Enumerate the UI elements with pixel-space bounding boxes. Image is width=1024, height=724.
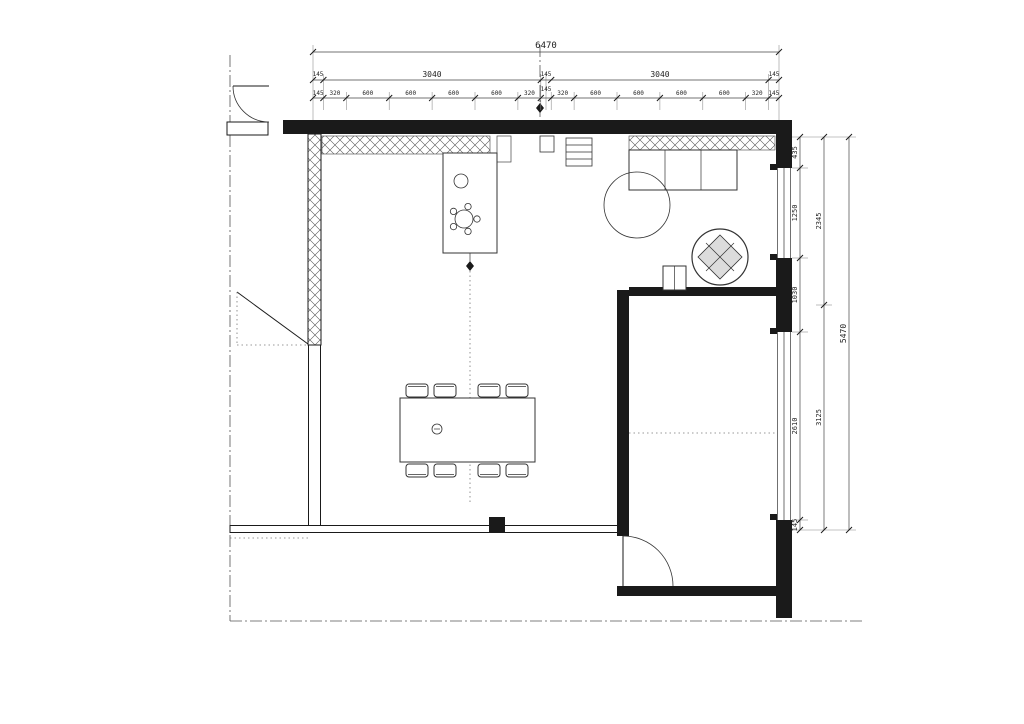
- dim-text: 600: [448, 90, 459, 97]
- right-wall-seg3: [776, 520, 792, 618]
- shelf-units: [539, 135, 593, 167]
- door-swing-arc: [622, 535, 674, 587]
- chair: [405, 463, 429, 478]
- chair: [433, 383, 457, 398]
- dim-text: 320: [557, 90, 568, 97]
- dining-set: [399, 383, 536, 478]
- dim-text: 3125: [815, 409, 823, 426]
- dim-text: 145: [791, 519, 799, 532]
- dim-text: 600: [719, 90, 730, 97]
- dimensions-top: 6470 145 3040 145 3040 145: [309, 41, 783, 120]
- axis-marker-diamond: [466, 261, 474, 271]
- door-top-left: [232, 85, 270, 123]
- right-wall-seg2: [776, 258, 792, 332]
- axis-marker-diamond-top: [536, 103, 544, 113]
- bottom-wall-pier: [489, 517, 505, 533]
- dim-row-2: 145 3040 145 3040 145: [309, 70, 783, 84]
- round-table: [603, 171, 671, 239]
- chair: [405, 383, 429, 398]
- bottom-wall: [229, 525, 619, 533]
- dim-text: 320: [752, 90, 763, 97]
- partition-walls: [617, 287, 792, 596]
- chair: [433, 463, 457, 478]
- dining-table: [399, 397, 536, 463]
- table-symbol: [431, 423, 443, 435]
- dim-text: 145: [541, 71, 552, 78]
- door-swing-arc: [232, 85, 270, 123]
- dim-text: 1250: [791, 205, 799, 222]
- dim-text: 3040: [650, 70, 669, 79]
- chair: [505, 383, 529, 398]
- dim-row-3: 145 320 600 600 600 600 320 145 320 600 …: [309, 86, 783, 102]
- dim-text: 145: [313, 71, 324, 78]
- dim-text: 600: [491, 90, 502, 97]
- side-table: [662, 265, 687, 291]
- dimensions-right: 435 1250 1030 2610 145 2345 3125 5470: [791, 133, 856, 534]
- task-chair: [449, 203, 481, 235]
- chair: [477, 463, 501, 478]
- dim-text: 5470: [839, 324, 848, 343]
- partition-horizontal-top: [629, 287, 776, 296]
- dim-row-overall: 6470: [309, 41, 783, 56]
- chair: [505, 463, 529, 478]
- left-wall-upper: [307, 133, 322, 346]
- cabinet-run: [628, 149, 738, 191]
- door-bottom-right: [622, 535, 674, 587]
- wardrobe-hatch-right: [628, 135, 776, 151]
- dim-chain-middle: 2345 3125: [815, 133, 828, 534]
- left-wall-lower: [308, 344, 321, 528]
- dim-text: 600: [362, 90, 373, 97]
- dim-text: 145: [313, 90, 324, 97]
- dim-text: 600: [590, 90, 601, 97]
- stool: [453, 173, 469, 189]
- door-leaf-diagonal: [236, 291, 309, 345]
- dim-text: 435: [791, 146, 799, 159]
- partition-vertical: [617, 290, 629, 536]
- wardrobe-hatch-left: [321, 135, 512, 163]
- desk: [442, 152, 498, 505]
- dim-text: 320: [329, 90, 340, 97]
- entry-sill: [226, 121, 269, 136]
- dim-text: 2610: [791, 418, 799, 435]
- chair: [477, 383, 501, 398]
- partition-horizontal-bottom: [617, 586, 792, 596]
- dim-text: 2345: [815, 213, 823, 230]
- dim-text: 600: [633, 90, 644, 97]
- window-right-upper: [770, 164, 791, 260]
- dim-text: 145: [769, 71, 780, 78]
- dim-text: 6470: [535, 41, 557, 51]
- dim-chain-inner: 435 1250 1030 2610 145: [791, 133, 804, 534]
- dim-text: 1030: [791, 287, 799, 304]
- dim-text: 145: [768, 90, 779, 97]
- top-wall: [283, 120, 792, 134]
- dim-text: 320: [524, 90, 535, 97]
- armchair: [691, 228, 749, 286]
- dim-text: 145: [541, 86, 552, 93]
- dim-chain-overall: 5470: [839, 133, 853, 534]
- dim-text: 600: [405, 90, 416, 97]
- window-right-lower: [770, 328, 791, 520]
- dim-text: 600: [676, 90, 687, 97]
- exterior-walls: [226, 120, 792, 618]
- opening-bottom-left: [236, 291, 309, 346]
- right-wall-seg1: [776, 120, 792, 168]
- dim-text: 3040: [422, 70, 441, 79]
